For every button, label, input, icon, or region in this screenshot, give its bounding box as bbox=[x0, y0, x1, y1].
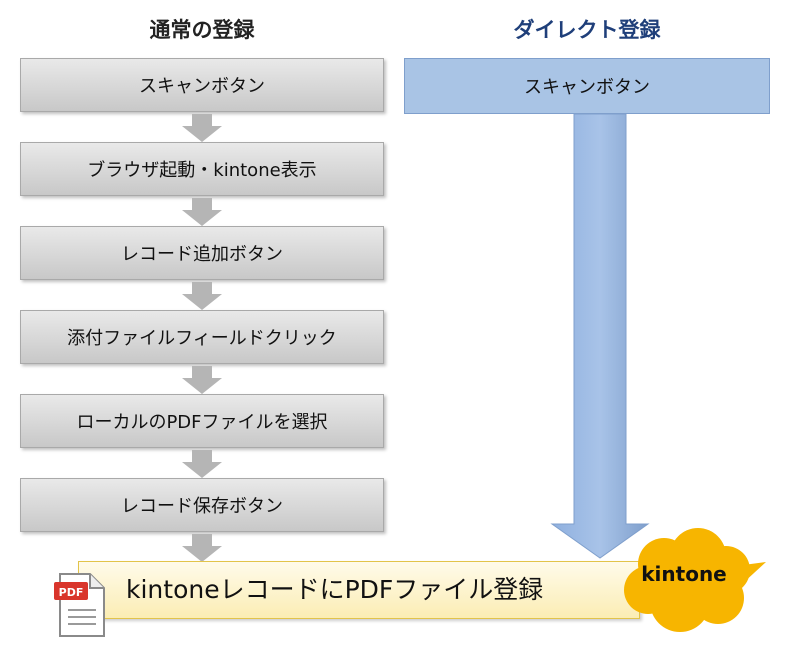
result-box bbox=[78, 561, 640, 619]
pdf-tag bbox=[54, 582, 88, 600]
step-select-local-pdf: ローカルのPDFファイルを選択 bbox=[20, 394, 384, 448]
down-arrow-icon bbox=[182, 114, 222, 142]
down-arrow-icon bbox=[182, 366, 222, 394]
step-save-record: レコード保存ボタン bbox=[20, 478, 384, 532]
pdf-tag-label: PDF bbox=[59, 586, 84, 599]
kintone-logo-text: kintone bbox=[641, 562, 727, 586]
direct-scan-button-step: スキャンボタン bbox=[404, 58, 770, 114]
long-down-arrow-icon bbox=[550, 114, 650, 559]
down-arrow-icon bbox=[182, 198, 222, 226]
kintone-cloud-logo bbox=[624, 528, 766, 632]
step-click-attachment-field: 添付ファイルフィールドクリック bbox=[20, 310, 384, 364]
step-launch-browser: ブラウザ起動・kintone表示 bbox=[20, 142, 384, 196]
pdf-file-icon: PDF bbox=[54, 573, 105, 637]
down-arrow-icon bbox=[182, 534, 222, 562]
direct-registration-title: ダイレクト登録 bbox=[513, 18, 661, 42]
step-scan-button: スキャンボタン bbox=[20, 58, 384, 112]
down-arrow-icon bbox=[182, 450, 222, 478]
step-add-record: レコード追加ボタン bbox=[20, 226, 384, 280]
normal-registration-title: 通常の登録 bbox=[149, 18, 255, 42]
result-label: kintoneレコードにPDFファイル登録 bbox=[126, 575, 544, 604]
down-arrow-icon bbox=[182, 282, 222, 310]
